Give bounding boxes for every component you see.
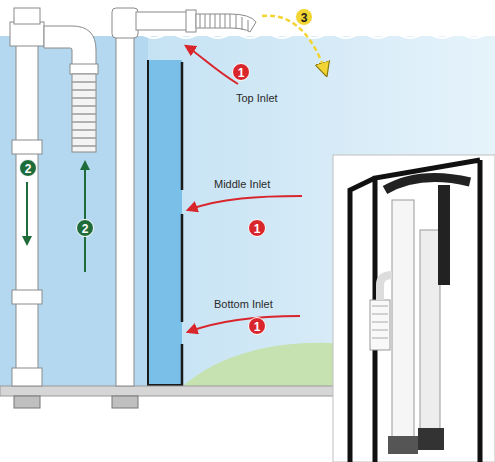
callout-number: 3: [295, 8, 313, 26]
return-flow-arrow: [262, 16, 326, 74]
box-wall: [181, 62, 184, 190]
flow-arrow: [186, 46, 238, 84]
callout-number: 1: [248, 219, 266, 237]
flow-arrow: [188, 196, 302, 210]
callout-number: 2: [19, 159, 37, 177]
return-pipe: [112, 8, 196, 386]
callout-number: 2: [76, 219, 94, 237]
box-wall: [181, 344, 184, 386]
drain-pipe: [10, 8, 98, 386]
inlet-label: Middle Inlet: [214, 178, 270, 190]
inset-photo: [333, 155, 495, 462]
inlet-label: Bottom Inlet: [214, 298, 273, 310]
flow-arrow: [188, 316, 300, 332]
bulkhead: [112, 396, 138, 408]
water-surface: [130, 34, 495, 38]
callout-number: 1: [232, 63, 250, 81]
strainer: [72, 74, 96, 152]
box-wall: [181, 214, 184, 322]
flex-hose: [196, 14, 256, 32]
overflow-box: [148, 60, 182, 386]
flow-arrow: [84, 162, 86, 272]
box-wall: [147, 60, 149, 386]
flow-arrow: [26, 182, 28, 244]
inlet-label: Top Inlet: [236, 92, 278, 104]
callout-number: 1: [248, 317, 266, 335]
bulkhead: [14, 396, 40, 408]
